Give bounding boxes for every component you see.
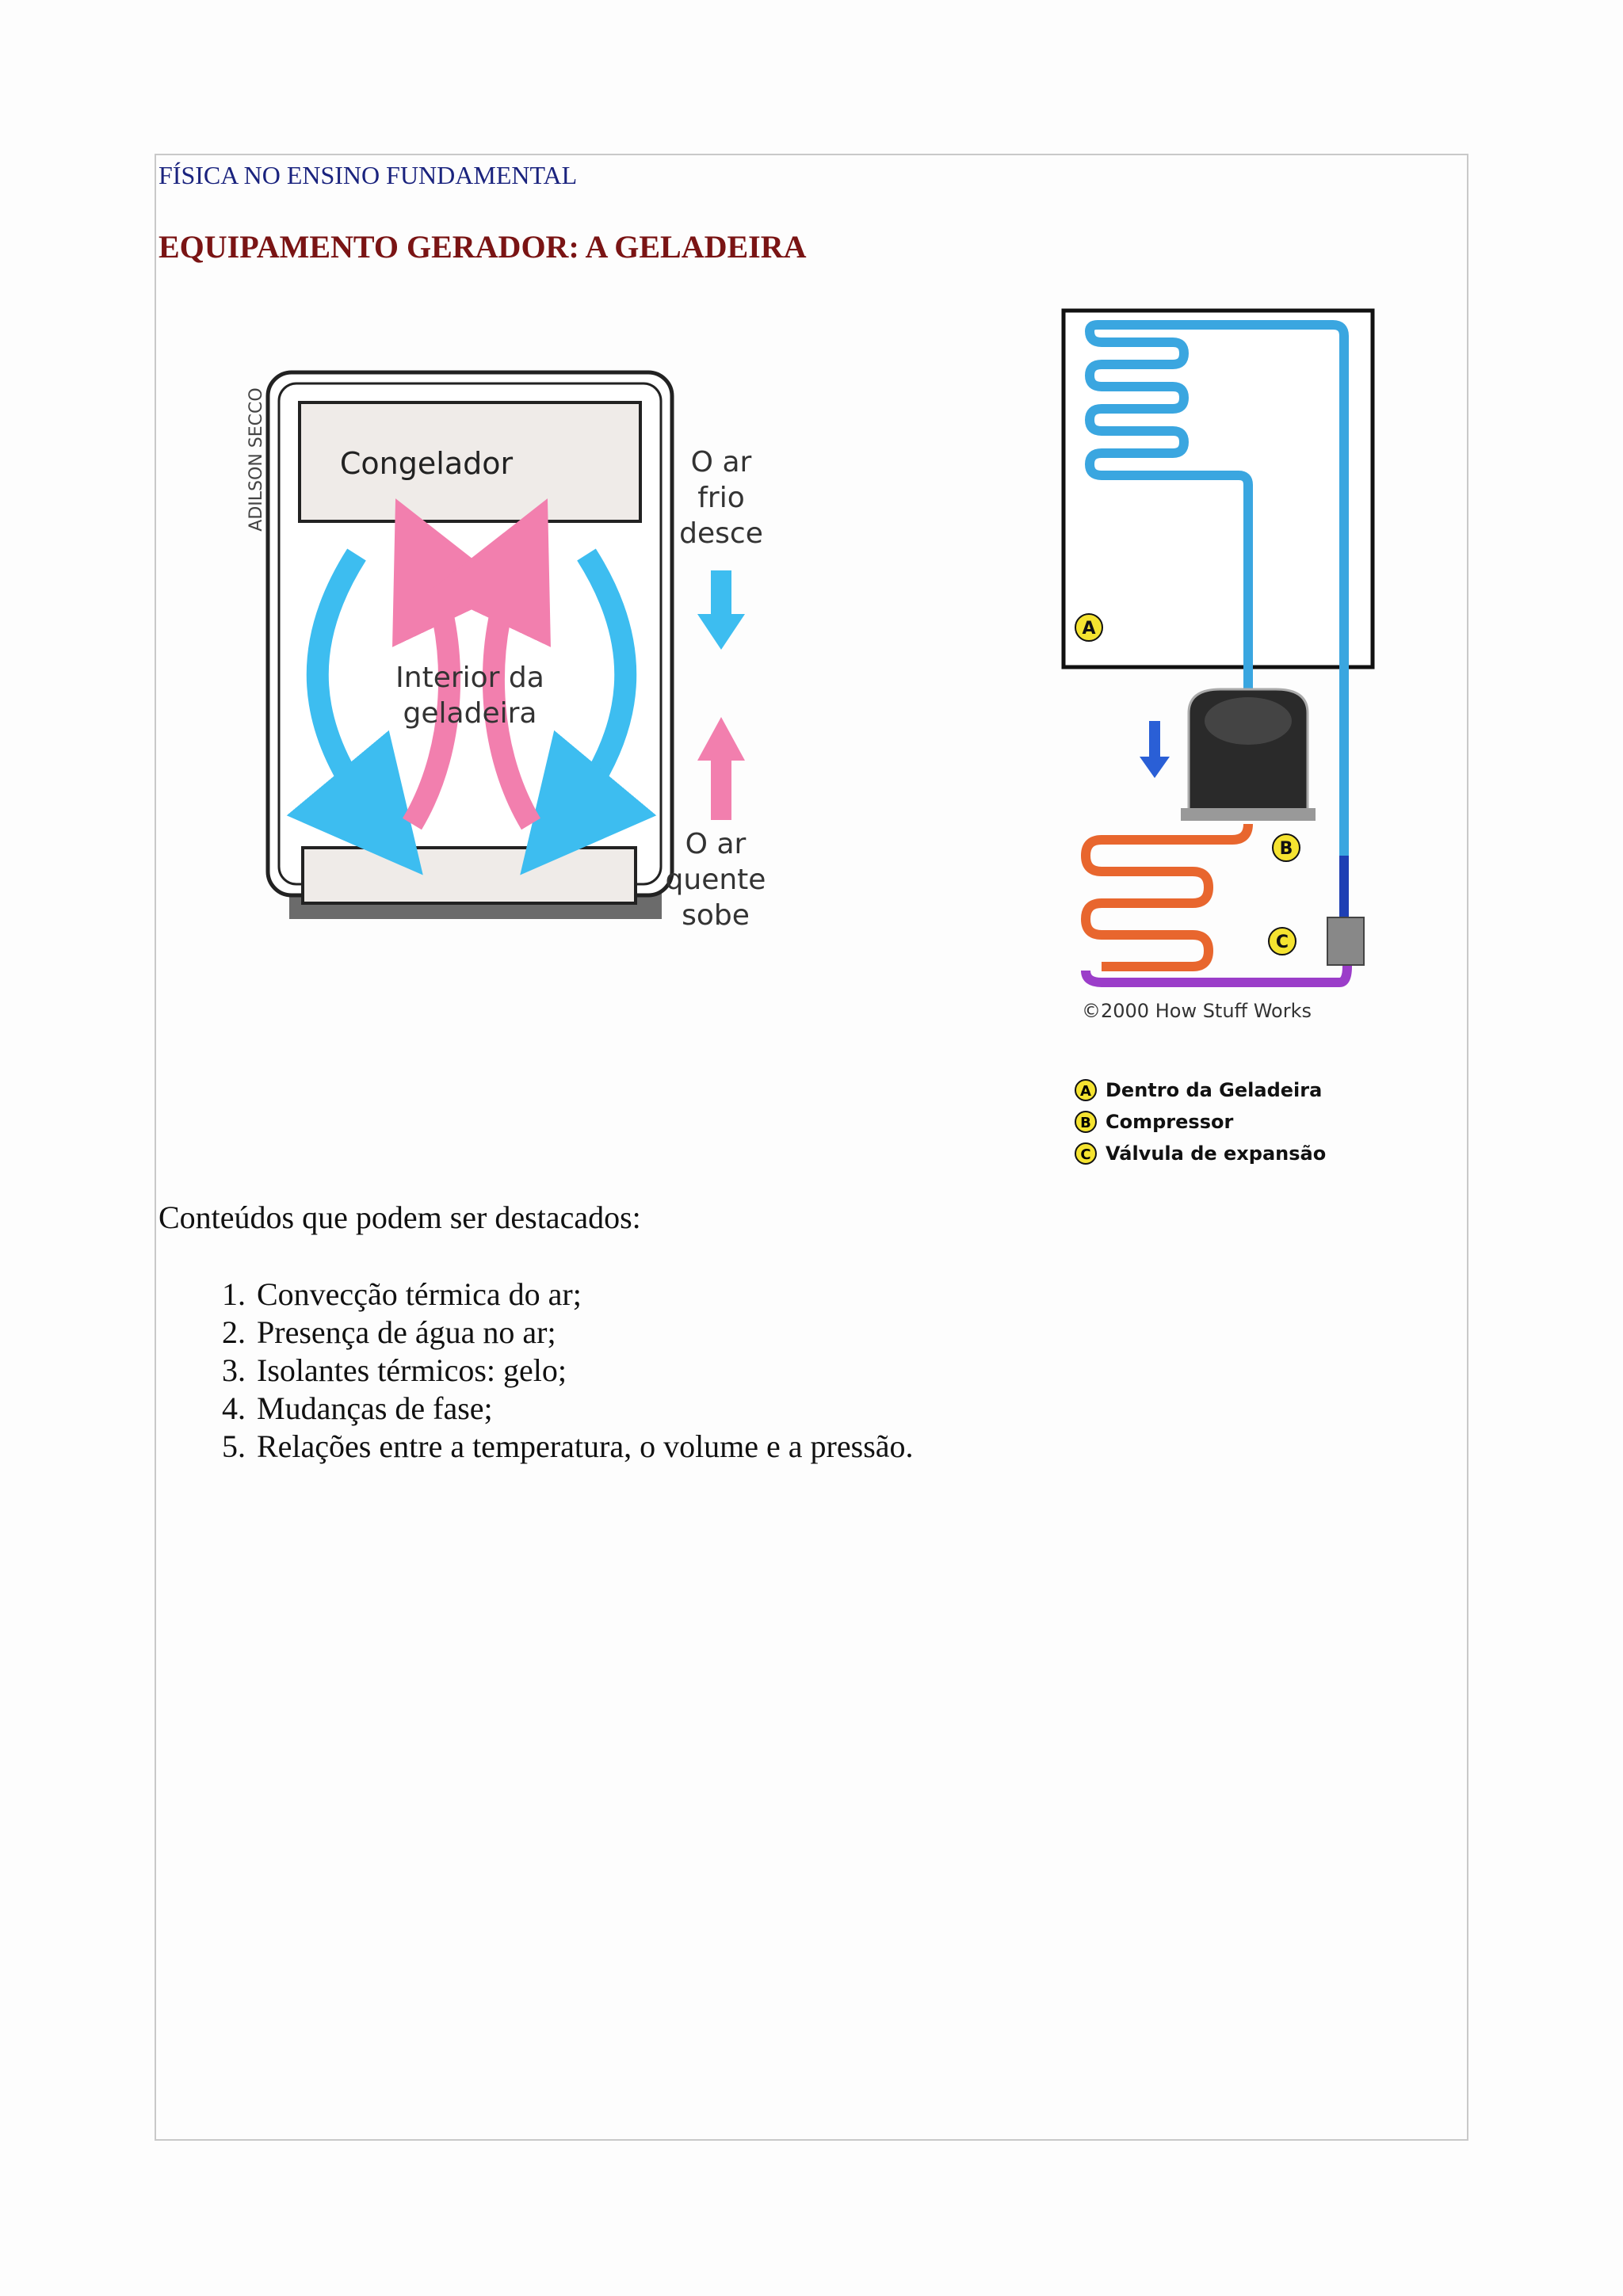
legend-item-b: B Compressor — [1075, 1111, 1233, 1133]
legend-item-c: C Válvula de expansão — [1075, 1142, 1326, 1165]
marker-c-badge — [1268, 927, 1296, 955]
marker-a-letter: A — [1082, 619, 1095, 639]
warm-air-text-line1: O ar — [685, 828, 747, 860]
coolant-flow-arrow — [1140, 721, 1170, 778]
list-item-text: Convecção térmica do ar; — [257, 1276, 582, 1312]
cold-air-text-line1: O ar — [691, 446, 752, 479]
list-item-text: Isolantes térmicos: gelo; — [257, 1352, 567, 1388]
list-item: 5. Relações entre a temperatura, o volume… — [158, 1428, 914, 1466]
warm-air-arrow-right — [430, 498, 552, 830]
compressor-dome — [1205, 697, 1292, 745]
warm-air-up-arrow — [697, 717, 745, 820]
warm-air-text-line3: sobe — [682, 899, 750, 932]
list-item-text: Relações entre a temperatura, o volume e… — [257, 1428, 914, 1464]
legend-text-b: Compressor — [1106, 1111, 1233, 1133]
expansion-line — [1081, 935, 1352, 987]
illustrator-credit: ADILSON SECCO — [246, 387, 266, 531]
copyright-text: ©2000 How Stuff Works — [1082, 1000, 1312, 1022]
interior-label-line2: geladeira — [403, 697, 537, 730]
cold-air-arrow-right — [520, 548, 657, 875]
list-item-number: 1. — [222, 1276, 246, 1312]
course-header: FÍSICA NO ENSINO FUNDAMENTAL — [158, 161, 578, 189]
legend-text-c: Válvula de expansão — [1106, 1142, 1326, 1165]
marker-c-letter: C — [1276, 933, 1289, 952]
contents-list: 1. Convecção térmica do ar; 2. Presença de… — [158, 1276, 914, 1466]
list-item: 1. Convecção térmica do ar; — [158, 1276, 914, 1314]
marker-a-badge — [1075, 613, 1103, 642]
freezer-label: Congelador — [340, 446, 514, 481]
compressor-base — [1181, 808, 1316, 821]
refrigeration-cycle-diagram: A B C ©2000 How Stuff Works — [1061, 308, 1375, 1022]
legend-text-a: Dentro da Geladeira — [1106, 1079, 1322, 1101]
cold-air-text-line2: frio — [697, 482, 745, 514]
marker-b-badge — [1272, 833, 1300, 862]
list-item-text: Mudanças de fase; — [257, 1390, 493, 1426]
marker-b-letter: B — [1280, 839, 1293, 859]
legend-letter-b: B — [1080, 1115, 1091, 1131]
condenser-coil — [1081, 823, 1253, 971]
cold-air-arrow-left — [286, 548, 423, 875]
cold-air-text-line3: desce — [679, 517, 763, 550]
convection-diagram: Congelador Interior da geladeira ADILSON… — [246, 370, 766, 932]
cold-air-down-arrow — [697, 570, 745, 650]
list-item-number: 4. — [222, 1390, 246, 1426]
cycle-legend: A Dentro da Geladeira B Compressor C Vál… — [1075, 1079, 1326, 1165]
fridge-cabinet — [1061, 308, 1375, 669]
lead-text: Conteúdos que podem ser destacados: — [158, 1199, 641, 1235]
evaporator-coil — [1085, 320, 1349, 911]
list-item-number: 3. — [222, 1352, 246, 1388]
crisper-drawer — [301, 846, 637, 905]
warm-air-text-line2: quente — [666, 864, 766, 896]
expansion-valve — [1327, 917, 1365, 966]
list-item: 2. Presença de água no ar; — [158, 1314, 914, 1352]
list-item: 4. Mudanças de fase; — [158, 1390, 914, 1428]
page-title: EQUIPAMENTO GERADOR: A GELADEIRA — [158, 229, 807, 265]
legend-item-a: A Dentro da Geladeira — [1075, 1079, 1322, 1101]
list-item-number: 5. — [222, 1428, 246, 1464]
interior-label-line1: Interior da — [395, 662, 544, 694]
legend-letter-a: A — [1080, 1083, 1091, 1100]
list-item: 3. Isolantes térmicos: gelo; — [158, 1352, 914, 1390]
list-item-text: Presença de água no ar; — [257, 1314, 556, 1350]
list-item-number: 2. — [222, 1314, 246, 1350]
legend-letter-c: C — [1080, 1146, 1090, 1163]
